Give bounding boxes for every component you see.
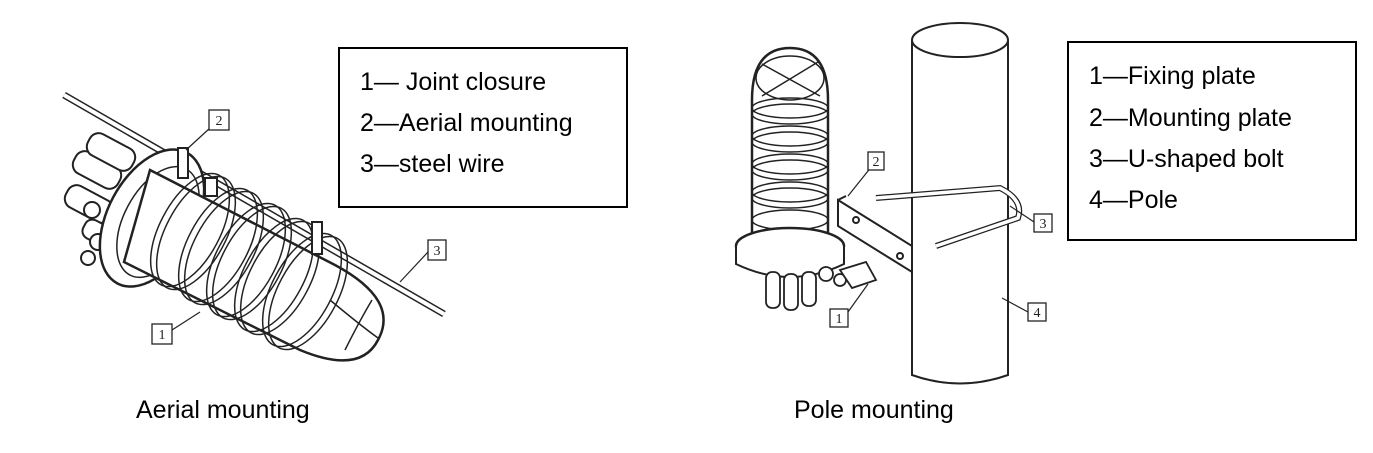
svg-text:1: 1 xyxy=(159,328,166,343)
pole-legend: 1—Fixing plate 2—Mounting plate 3—U-shap… xyxy=(1067,41,1357,241)
aerial-legend-item-2: 2—Aerial mounting xyxy=(360,109,573,137)
svg-text:1: 1 xyxy=(836,312,843,327)
joint-closure-vertical xyxy=(734,46,878,311)
pole-tag-3: 3 xyxy=(1033,213,1053,233)
pole-tag-1: 1 xyxy=(829,308,849,328)
pole-mounting-drawing: 2 3 4 1 xyxy=(734,22,1053,385)
mounting-plate xyxy=(837,195,913,274)
pole-cable-ports xyxy=(765,266,847,311)
joint-closure xyxy=(63,132,385,362)
pole-tag-2: 2 xyxy=(867,151,885,171)
aerial-legend-item-3: 3—steel wire xyxy=(360,150,505,178)
svg-text:2: 2 xyxy=(873,155,880,170)
aerial-tag-2: 2 xyxy=(208,109,230,131)
pole xyxy=(911,22,1009,385)
pole-tag-4: 4 xyxy=(1027,302,1047,322)
u-shaped-bolt xyxy=(875,184,1023,249)
pole-legend-item-1: 1—Fixing plate xyxy=(1089,62,1256,90)
pole-legend-item-4: 4—Pole xyxy=(1089,186,1178,214)
pole-caption: Pole mounting xyxy=(794,396,954,424)
aerial-legend-item-1: 1— Joint closure xyxy=(360,68,547,96)
aerial-mounting-drawing: 2 3 1 xyxy=(62,91,447,362)
aerial-tag-3: 3 xyxy=(427,239,447,261)
aerial-legend: 1— Joint closure 2—Aerial mounting 3—ste… xyxy=(338,47,628,208)
svg-text:3: 3 xyxy=(434,244,441,259)
aerial-tag-1: 1 xyxy=(151,323,173,345)
aerial-leaders xyxy=(171,127,429,331)
svg-text:4: 4 xyxy=(1034,306,1041,321)
pole-legend-item-2: 2—Mounting plate xyxy=(1089,104,1292,132)
svg-text:2: 2 xyxy=(216,114,223,129)
pole-legend-item-3: 3—U-shaped bolt xyxy=(1089,145,1284,173)
aerial-caption: Aerial mounting xyxy=(136,396,310,424)
steel-wire xyxy=(62,91,446,318)
pole-leaders xyxy=(847,165,1035,313)
aerial-hangers xyxy=(177,147,323,255)
svg-text:3: 3 xyxy=(1040,217,1047,232)
